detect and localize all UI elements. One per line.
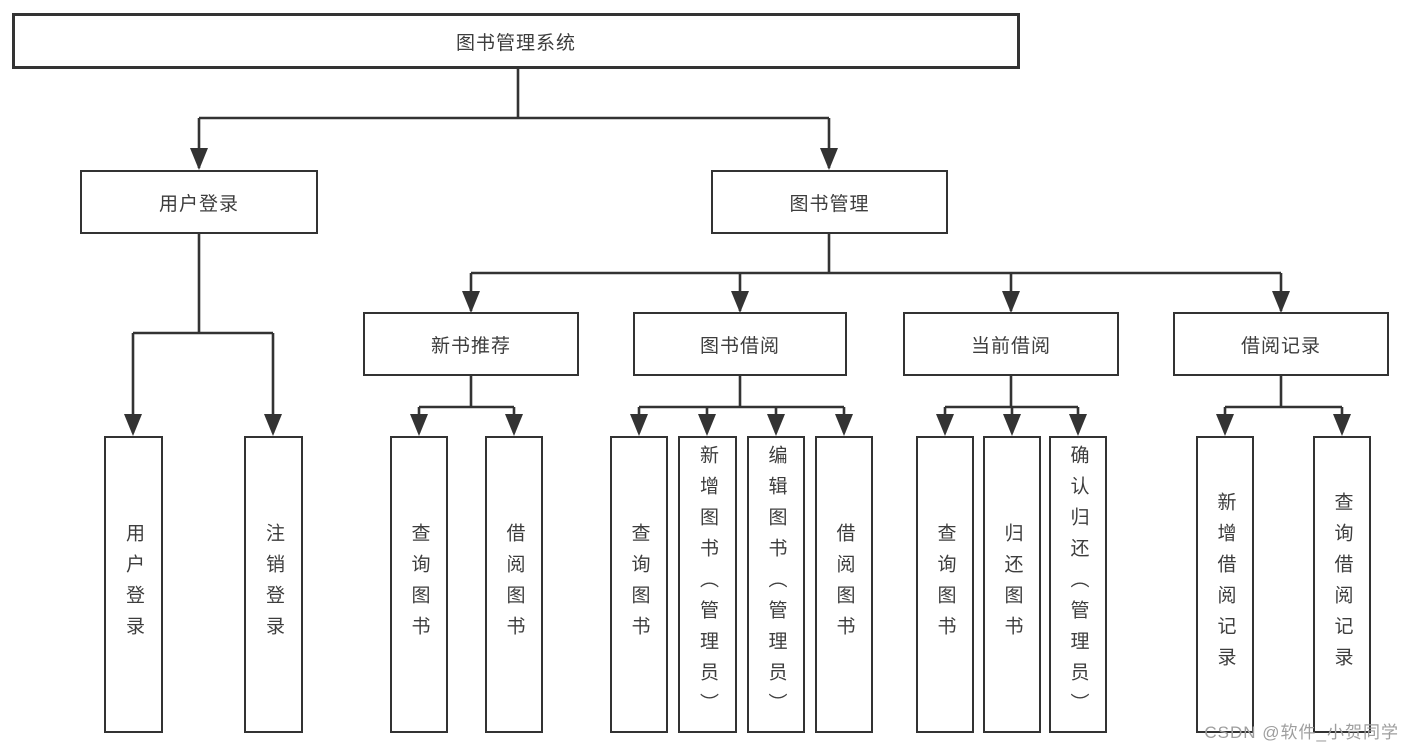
leaf-newbooks-borrow-books: 借阅图书 xyxy=(485,436,543,733)
leaf-borrowing-query-books: 查询图书 xyxy=(610,436,668,733)
node-new-book-recommendation: 新书推荐 xyxy=(363,312,579,376)
node-library-management-system: 图书管理系统 xyxy=(12,13,1020,69)
leaf-current-query-books: 查询图书 xyxy=(916,436,974,733)
leaf-newbooks-query-books: 查询图书 xyxy=(390,436,448,733)
leaf-user-login: 用户登录 xyxy=(104,436,163,733)
node-user-login: 用户登录 xyxy=(80,170,318,234)
node-book-borrowing: 图书借阅 xyxy=(633,312,847,376)
leaf-current-return-books: 归还图书 xyxy=(983,436,1041,733)
leaf-borrowing-add-books-admin: 新增图书（管理员） xyxy=(678,436,737,733)
leaf-logout: 注销登录 xyxy=(244,436,303,733)
leaf-records-query-borrow-record: 查询借阅记录 xyxy=(1313,436,1371,733)
leaf-borrowing-borrow-books: 借阅图书 xyxy=(815,436,873,733)
node-borrowing-records: 借阅记录 xyxy=(1173,312,1389,376)
watermark: CSDN @软件_小贺同学 xyxy=(1204,723,1399,742)
leaf-current-confirm-return-admin: 确认归还（管理员） xyxy=(1049,436,1107,733)
node-current-borrowing: 当前借阅 xyxy=(903,312,1119,376)
connector-segments xyxy=(131,68,1344,433)
leaf-borrowing-edit-books-admin: 编辑图书（管理员） xyxy=(747,436,805,733)
leaf-records-add-borrow-record: 新增借阅记录 xyxy=(1196,436,1254,733)
node-book-management: 图书管理 xyxy=(711,170,948,234)
